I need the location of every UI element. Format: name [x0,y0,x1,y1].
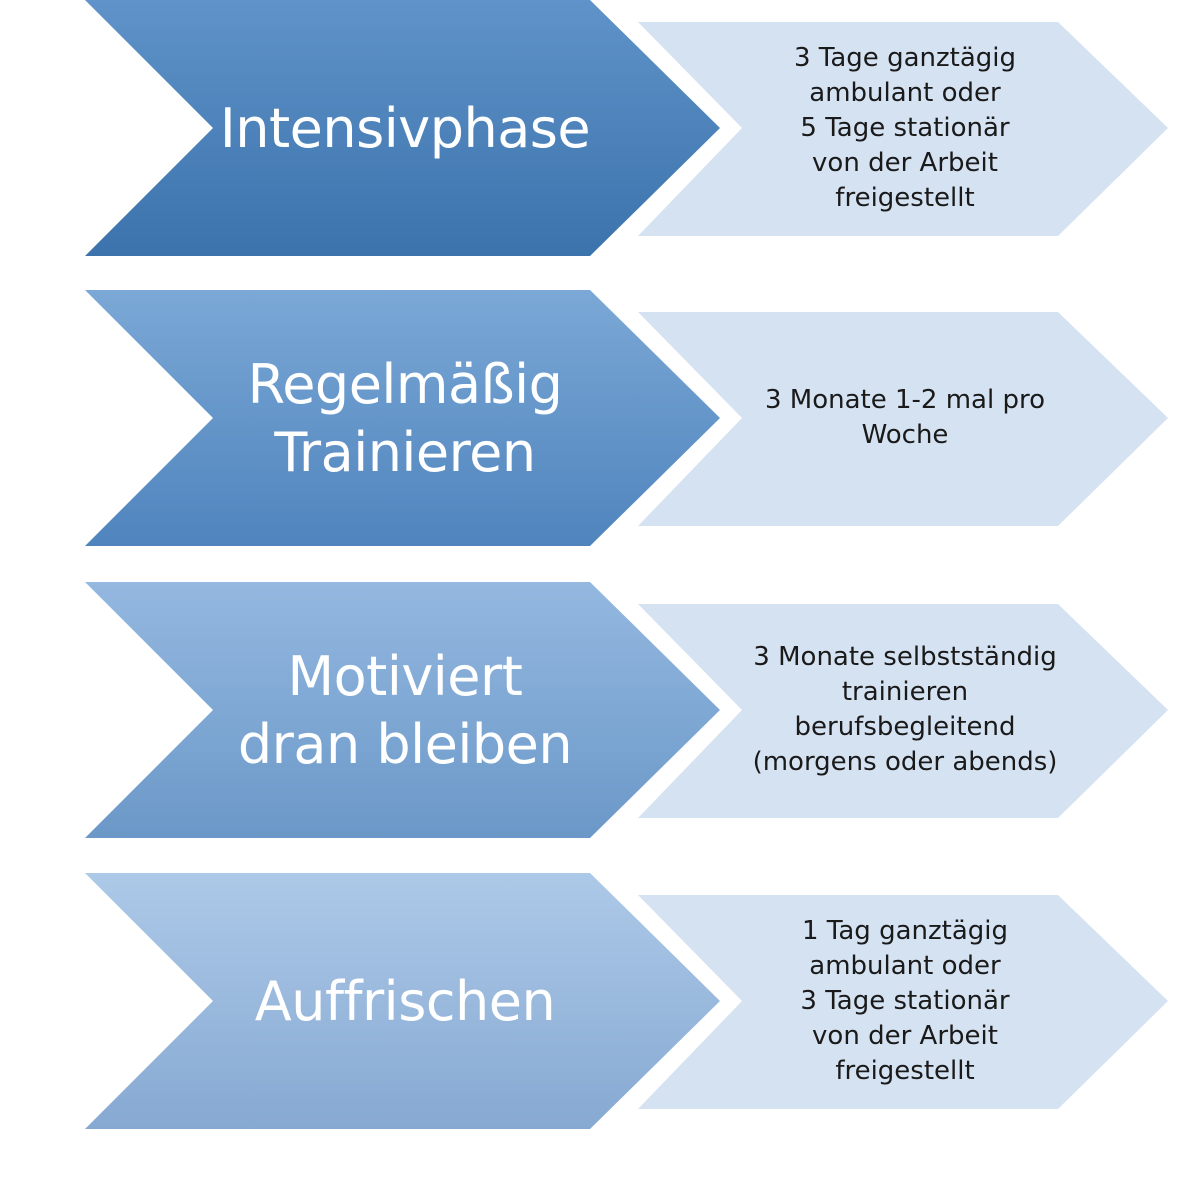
phase-chevron-2 [85,290,720,546]
phase-detail-3: 3 Monate selbstständig trainieren berufs… [752,642,1058,777]
phase-detail-2: 3 Monate 1-2 mal pro Woche [764,385,1046,450]
phase-chevron-4 [85,873,720,1129]
process-step-4: Auffrischen 1 Tag ganztägig ambulant ode… [0,873,1200,1133]
step-4-chevrons [85,873,1168,1129]
process-step-2: Regelmäßig Trainieren 3 Monate 1-2 mal p… [0,290,1200,550]
phase-label-regelmaessig-trainieren: Regelmäßig Trainieren [247,353,563,484]
detail-chevron-3 [638,604,1168,818]
process-step-1: Intensivphase 3 Tage ganztägig ambulant … [0,0,1200,260]
phase-label-motiviert-dran-bleiben: Motiviert dran bleiben [237,645,573,776]
process-step-3: Motiviert dran bleiben 3 Monate selbstst… [0,582,1200,842]
phase-detail-1: 3 Tage ganztägig ambulant oder 5 Tage st… [793,42,1016,213]
phase-label-auffrischen: Auffrischen [254,970,556,1033]
step-3-chevrons [85,582,1168,838]
phase-chevron-1 [85,0,720,256]
phase-label-intensivphase: Intensivphase [219,97,591,160]
phase-detail-4: 1 Tag ganztägig ambulant oder 3 Tage sta… [800,915,1010,1086]
detail-chevron-4 [638,895,1168,1109]
detail-chevron-1 [638,22,1168,236]
step-1-chevrons [85,0,1168,256]
step-2-chevrons [85,290,1168,546]
detail-chevron-2 [638,312,1168,526]
phase-chevron-3 [85,582,720,838]
